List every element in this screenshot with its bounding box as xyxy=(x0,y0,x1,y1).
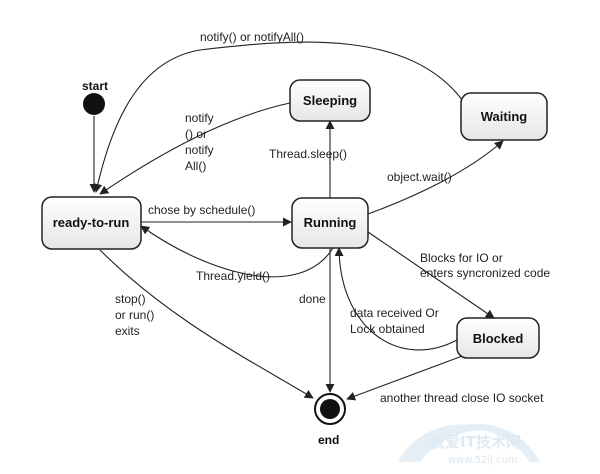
label-blocks-line-1: Blocks for IO or xyxy=(420,251,503,265)
label-notify-line-2: () or xyxy=(185,127,207,141)
start-node xyxy=(83,93,105,115)
label-notify-line-4: All() xyxy=(185,159,206,173)
state-sleeping: Sleeping xyxy=(289,79,371,122)
edge-sleeping-to-ready xyxy=(99,102,291,195)
end-node-inner xyxy=(320,399,340,419)
label-data-received-line-2: Lock obtained xyxy=(350,322,425,336)
label-notify-all-top: notify() or notifyAll() xyxy=(200,30,304,44)
label-stop-line-2: or run() xyxy=(115,308,154,322)
edge-running-to-ready xyxy=(140,225,334,278)
label-chose-by-schedule: chose by schedule() xyxy=(148,203,255,217)
state-blocked-label: Blocked xyxy=(473,331,524,346)
label-done: done xyxy=(299,292,326,306)
label-another-thread: another thread close IO socket xyxy=(380,391,544,405)
state-blocked: Blocked xyxy=(456,317,540,359)
state-running-label: Running xyxy=(304,215,357,230)
edge-blocked-to-end xyxy=(346,354,466,401)
watermark-url: www.52ij.com xyxy=(448,455,518,466)
edge-waiting-to-ready xyxy=(93,41,464,193)
state-ready-to-run: ready-to-run xyxy=(41,196,142,250)
state-running: Running xyxy=(291,197,369,249)
watermark: 我爱IT技术网 www.52ij.com xyxy=(398,423,540,466)
edge-running-to-blocked xyxy=(367,231,495,319)
label-blocks-line-2: enters syncronized code xyxy=(420,266,550,280)
label-data-received-line-1: data received Or xyxy=(350,306,439,320)
state-ready-label: ready-to-run xyxy=(53,215,130,230)
label-thread-sleep: Thread.sleep() xyxy=(269,147,347,161)
label-notify-line-1: notify xyxy=(185,111,214,125)
edge-running-to-waiting xyxy=(367,140,504,215)
watermark-text: 我爱IT技术网 xyxy=(430,433,521,451)
label-object-wait: object.wait() xyxy=(387,170,452,184)
watermark-wing-icon xyxy=(398,424,500,462)
state-sleeping-label: Sleeping xyxy=(303,93,357,108)
edge-ready-to-end xyxy=(99,249,314,399)
label-thread-yield: Thread.yield() xyxy=(196,269,270,283)
edge-blocked-to-running xyxy=(334,247,458,351)
label-stop-line-3: exits xyxy=(115,324,140,338)
label-notify-line-3: notify xyxy=(185,143,214,157)
state-waiting: Waiting xyxy=(460,92,548,141)
end-label: end xyxy=(318,433,339,447)
start-label: start xyxy=(82,79,108,93)
state-waiting-label: Waiting xyxy=(481,109,528,124)
label-stop-line-1: stop() xyxy=(115,292,146,306)
